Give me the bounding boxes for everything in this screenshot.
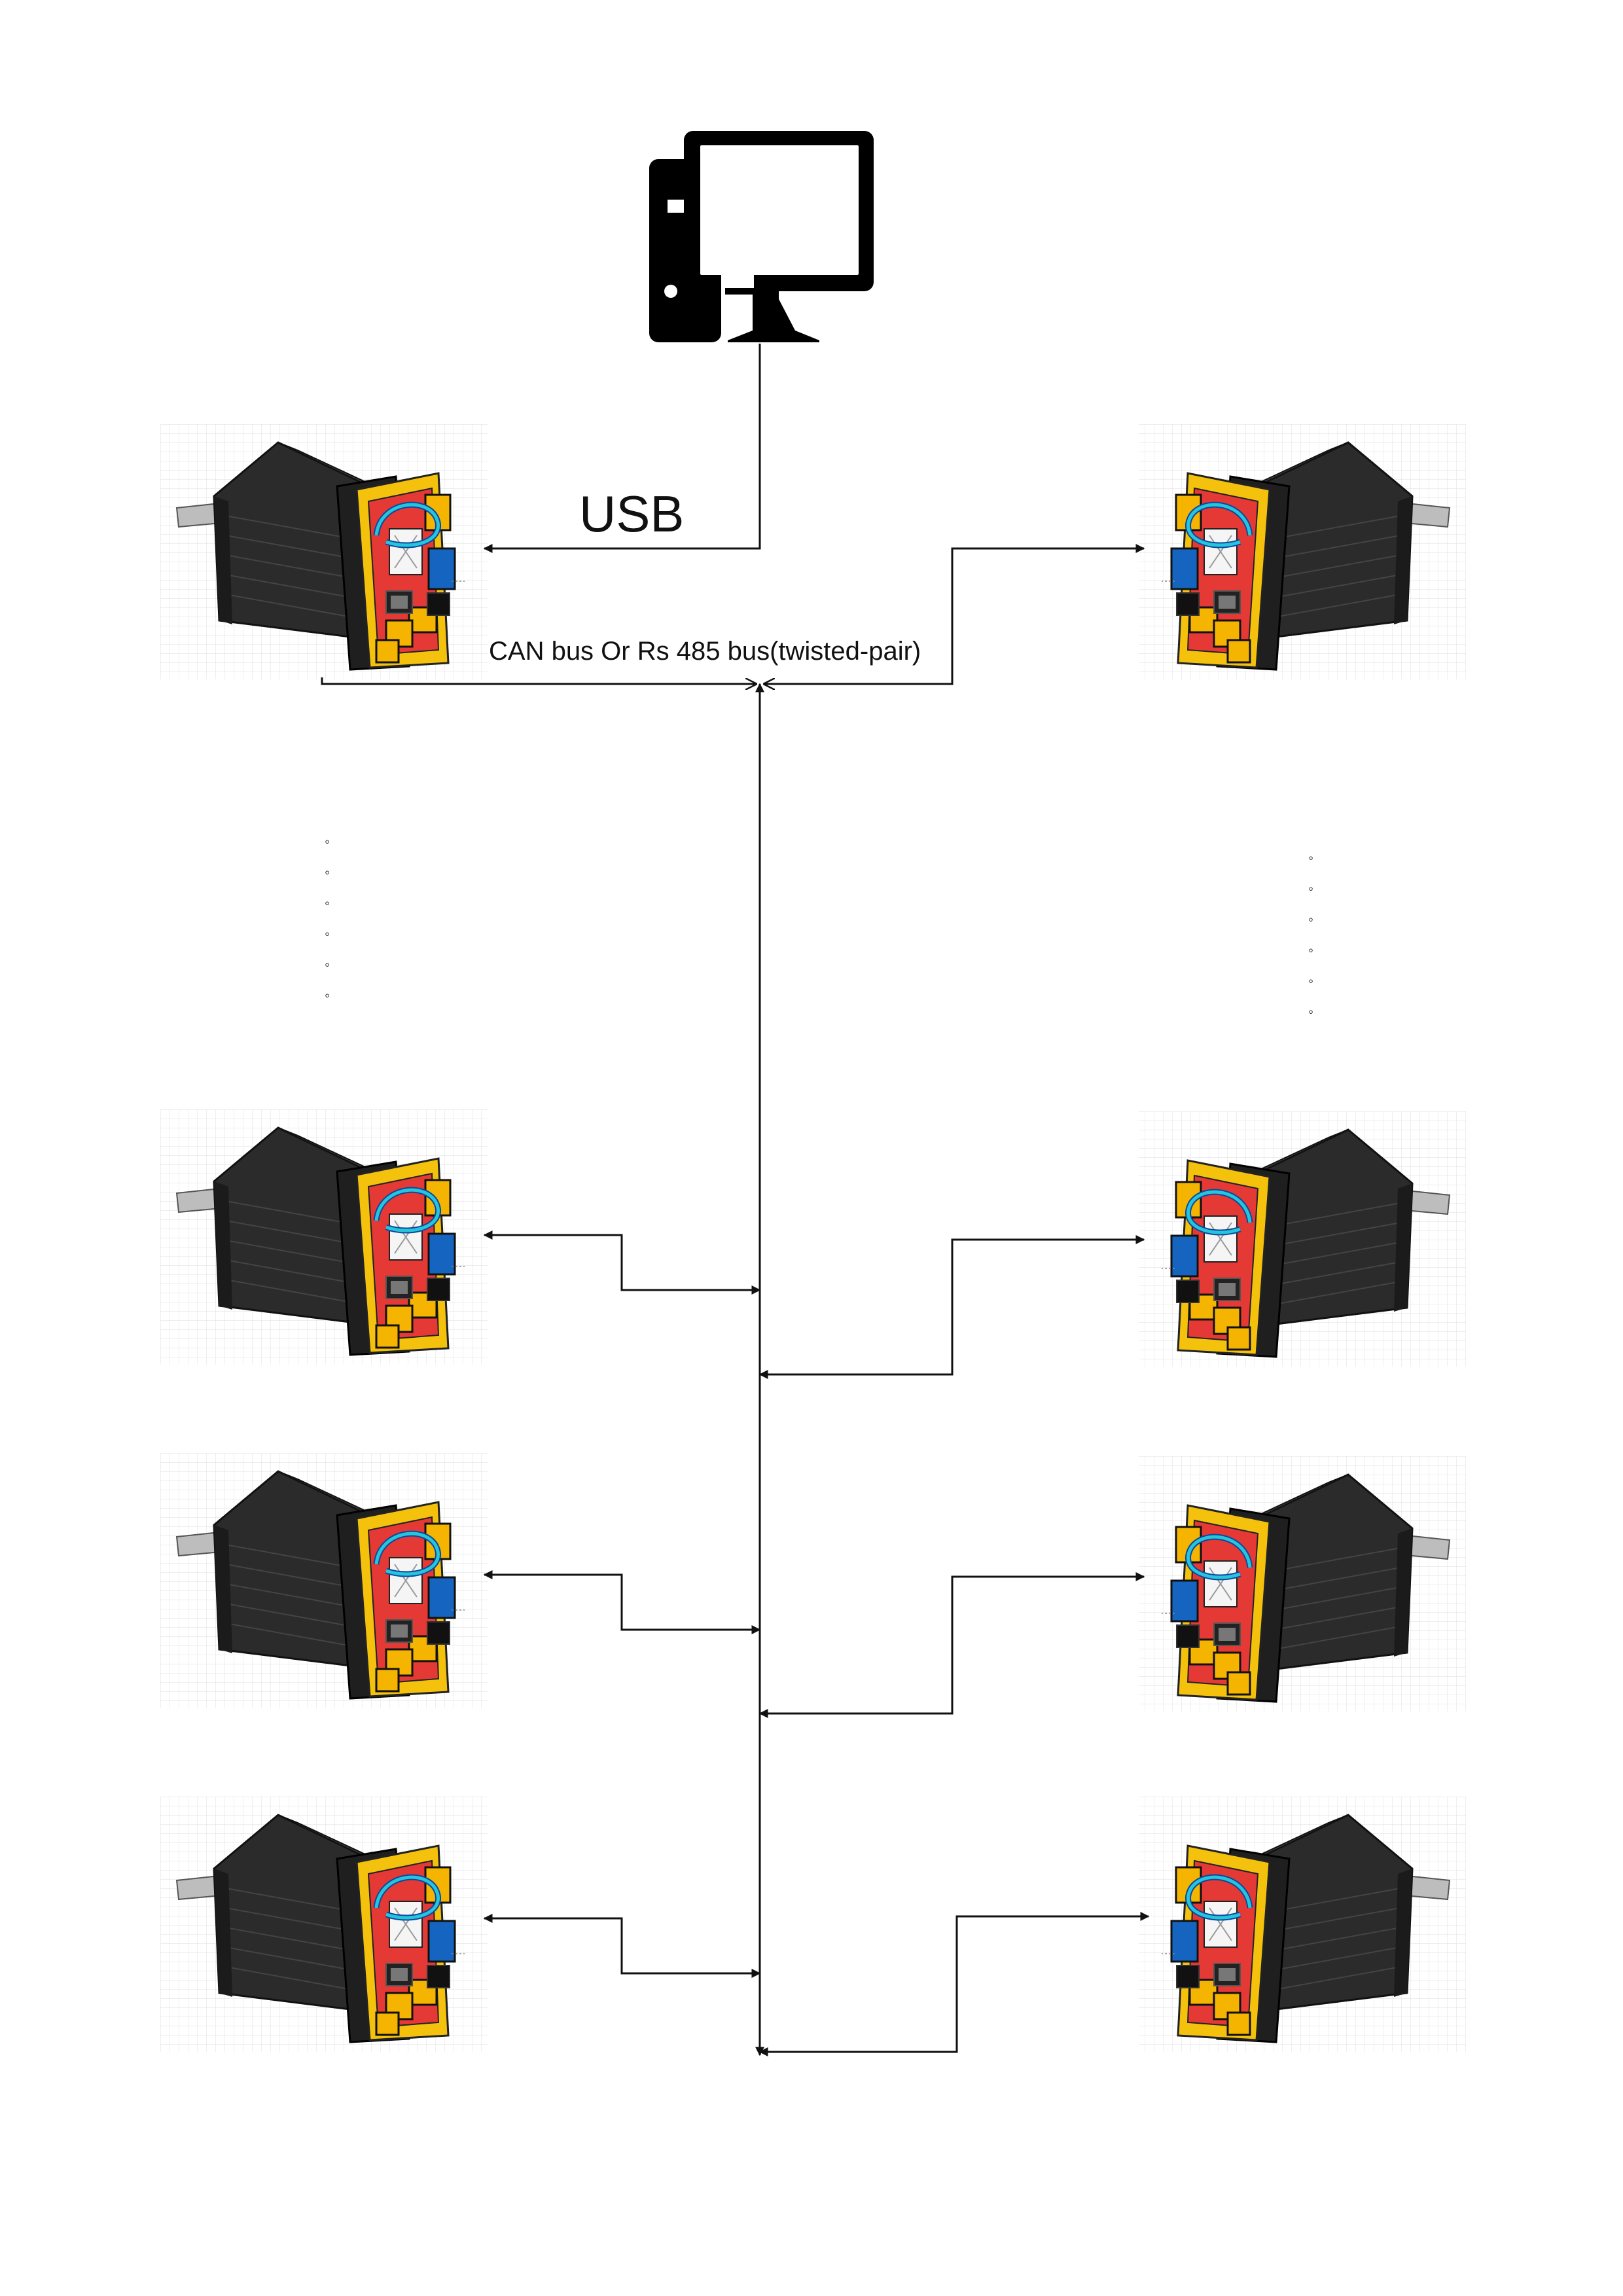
ellipsis-dot: ◦: [1308, 973, 1313, 989]
motor-right-4: [1139, 1797, 1466, 2052]
ellipsis-dot: ◦: [325, 833, 330, 850]
ellipsis-dot: ◦: [1308, 942, 1313, 958]
computer-icon: [649, 131, 874, 342]
bus-label: CAN bus Or Rs 485 bus(twisted-pair): [489, 637, 921, 666]
ellipsis-dot: ◦: [1308, 880, 1313, 897]
motor-right-2: [1139, 1111, 1466, 1367]
ellipsis-dot: ◦: [325, 956, 330, 973]
ellipsis-dot: ◦: [1308, 850, 1313, 866]
ellipsis-left: ◦ ◦ ◦ ◦ ◦ ◦: [325, 833, 330, 1003]
motor-left-2: [160, 1109, 488, 1365]
ellipsis-right: ◦ ◦ ◦ ◦ ◦ ◦: [1308, 850, 1313, 1020]
ellipsis-dot: ◦: [1308, 911, 1313, 927]
motor-left-4: [160, 1797, 488, 2052]
motor-right-1: [1139, 424, 1466, 679]
motor-left-3: [160, 1453, 488, 1708]
ellipsis-dot: ◦: [325, 987, 330, 1003]
bus-branch-top: [321, 548, 1144, 684]
ellipsis-dot: ◦: [325, 925, 330, 942]
bus-branches-right: [758, 1235, 1150, 2056]
bus-branches-left: [483, 1230, 761, 1978]
ellipsis-dot: ◦: [1308, 1003, 1313, 1020]
usb-connection: [483, 344, 761, 553]
motor-left-1: [160, 424, 488, 679]
usb-label: USB: [579, 485, 684, 543]
motor-right-3: [1139, 1456, 1466, 1712]
ellipsis-dot: ◦: [325, 864, 330, 880]
ellipsis-dot: ◦: [325, 895, 330, 911]
